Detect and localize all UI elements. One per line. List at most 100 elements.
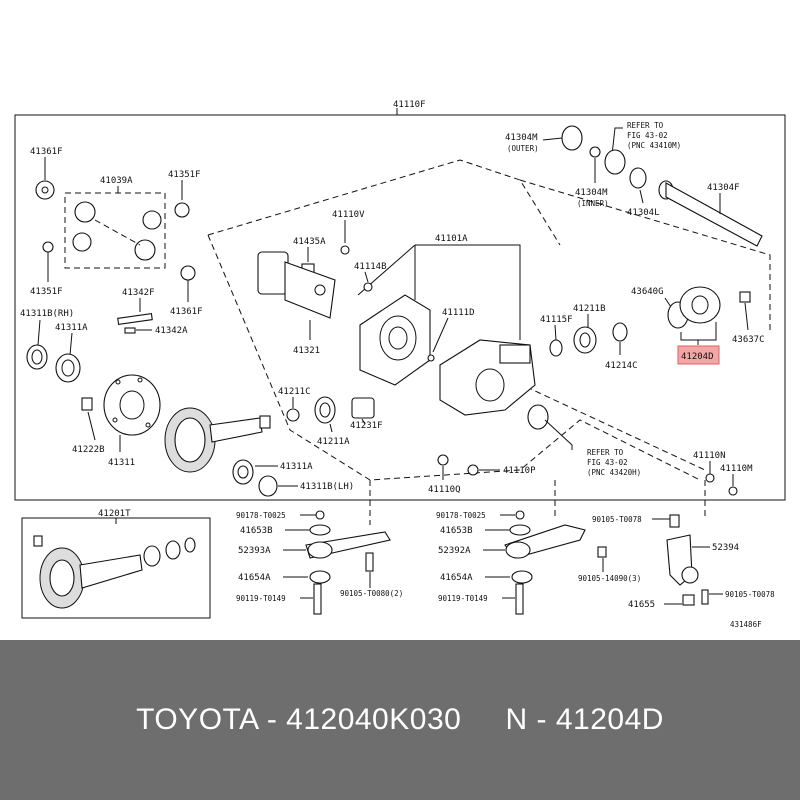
label-41115F: 41115F (540, 315, 573, 325)
bushing-part (511, 570, 533, 584)
oil-seal-part (527, 404, 549, 430)
bolt-part (515, 583, 524, 615)
side-gear-part (134, 239, 156, 261)
bolt-part (33, 535, 43, 547)
label-41653B: 41653B (240, 526, 273, 536)
bolt-part (363, 282, 373, 292)
bearing-part (573, 326, 597, 354)
housing-flange-part (284, 261, 336, 319)
label-43637C: 43637C (732, 335, 765, 345)
label-43640G: 43640G (631, 287, 664, 297)
main-frame (14, 114, 786, 501)
label-41204D[interactable]: 41204D (681, 352, 714, 362)
bolt-part (597, 546, 607, 558)
companion-flange-part (679, 286, 721, 324)
nut-part (515, 510, 525, 520)
label-41311B-LH: 41311B(LH) (300, 482, 354, 492)
plug-part (437, 454, 449, 466)
bushing-part (309, 524, 331, 536)
bearing-part (55, 353, 81, 383)
label-41342A: 41342A (155, 326, 188, 336)
label-41311B-RH: 41311B(RH) (20, 309, 74, 319)
label-refer-fig: FIG 43-02 (627, 131, 668, 140)
pinion-gear-part (74, 201, 96, 223)
thrust-washer-part (174, 202, 190, 218)
carrier-cover-part (359, 294, 431, 386)
bearing-part (232, 459, 254, 485)
oil-seal-part (612, 322, 628, 342)
bearing-part (629, 167, 647, 189)
label-41304L: 41304L (627, 208, 660, 218)
drive-pinion-part (209, 417, 263, 443)
bearing-part (604, 149, 626, 175)
washer-part (549, 339, 563, 357)
bushing-part (509, 524, 531, 536)
washer-part (35, 180, 55, 200)
cap-part (682, 594, 695, 606)
label-90105-T0080: 90105-T0080(2) (340, 589, 403, 598)
drive-pinion-part (79, 554, 143, 589)
differential-case-part (103, 374, 161, 436)
label-41361F: 41361F (170, 307, 203, 317)
label-90105-T0078: 90105-T0078 (592, 515, 642, 524)
label-41435A: 41435A (293, 237, 326, 247)
label-41110N: 41110N (693, 451, 726, 461)
bushing-part (309, 570, 331, 584)
label-41211C: 41211C (278, 387, 311, 397)
label-refer-pnc: (PNC 43410M) (627, 141, 681, 150)
washer-part (42, 241, 54, 253)
nut-part (315, 510, 325, 520)
pin-part (124, 327, 136, 334)
label-90178-T0025: 90178-T0025 (236, 511, 286, 520)
label-41231F: 41231F (350, 421, 383, 431)
bearing-part (165, 540, 181, 560)
shim-part (258, 475, 278, 497)
label-90119-T0149: 90119-T0149 (438, 594, 488, 603)
label-refer-fig: FIG 43-02 (587, 458, 628, 467)
label-90178-T0025: 90178-T0025 (436, 511, 486, 520)
label-90105-14090: 90105-14090(3) (578, 574, 641, 583)
bolt-part (313, 583, 322, 615)
label-41110F: 41110F (393, 100, 426, 110)
label-41311A: 41311A (280, 462, 313, 472)
label-41211B: 41211B (573, 304, 606, 314)
label-41101A: 41101A (435, 234, 468, 244)
part-number-caption: TOYOTA - 412040K030 N - 41204D (0, 640, 800, 800)
label-41201T: 41201T (98, 509, 131, 519)
label-41114B: 41114B (354, 262, 387, 272)
highlight-box (677, 345, 720, 365)
spacer-part (286, 408, 300, 422)
bearing-part (314, 396, 336, 424)
side-gear-part (142, 210, 162, 230)
label-41654A: 41654A (238, 573, 271, 583)
label-41110P: 41110P (503, 466, 536, 476)
label-41351F: 41351F (30, 287, 63, 297)
plug-part (728, 486, 738, 496)
snap-ring-outer-part (561, 125, 583, 151)
caption-spacer (461, 703, 505, 737)
label-41342F: 41342F (122, 288, 155, 298)
label-41211A: 41211A (317, 437, 350, 447)
shim-part (26, 344, 48, 370)
label-41110Q: 41110Q (428, 485, 461, 495)
label-41311: 41311 (108, 458, 135, 468)
label-41304M-outer: 41304M (505, 133, 538, 143)
bolt-part (365, 552, 374, 572)
label-refer-to: REFER TO (627, 121, 664, 130)
label-52393A: 52393A (238, 546, 271, 556)
label-41111D: 41111D (442, 308, 475, 318)
axle-housing-tube-part (257, 251, 289, 295)
label-41655: 41655 (628, 600, 655, 610)
plug-part (467, 464, 479, 476)
label-41222B: 41222B (72, 445, 105, 455)
label-41321: 41321 (293, 346, 320, 356)
label-refer-to: REFER TO (587, 448, 624, 457)
label-41311A: 41311A (55, 323, 88, 333)
label-outer: (OUTER) (507, 144, 539, 153)
washer-part (180, 265, 196, 281)
caption-brand-part: TOYOTA - 412040K030 (136, 703, 462, 736)
washer-part (184, 537, 196, 553)
label-41304M-inner: 41304M (575, 188, 608, 198)
label-41304F: 41304F (707, 183, 740, 193)
plug-part (705, 473, 715, 483)
